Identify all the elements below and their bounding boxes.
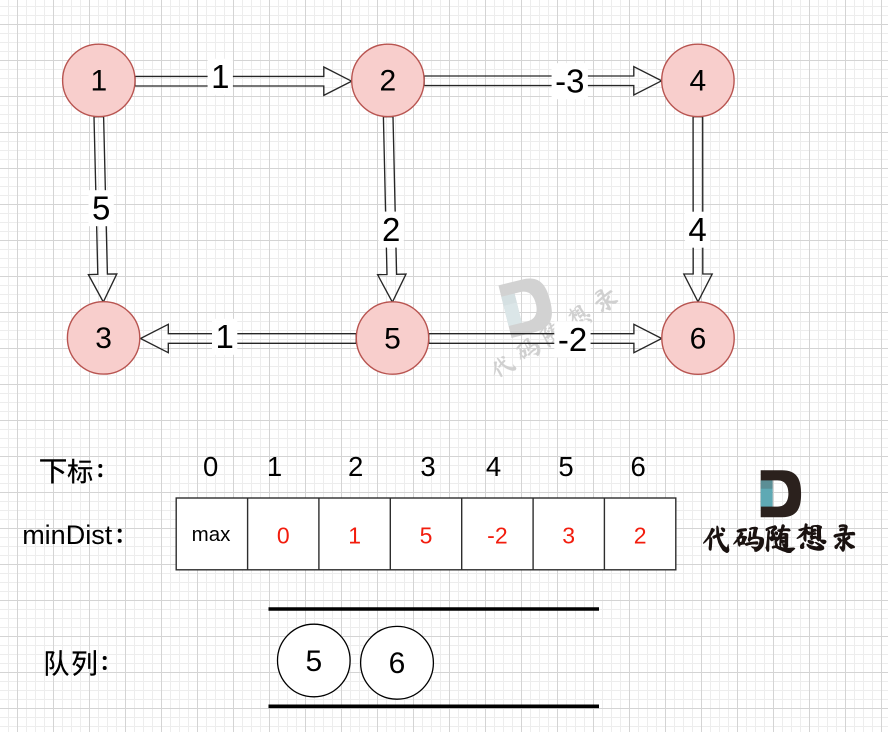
svg-text:2: 2 xyxy=(382,211,400,248)
svg-text:3: 3 xyxy=(420,451,435,482)
svg-text:-3: -3 xyxy=(555,63,584,100)
svg-text:0: 0 xyxy=(203,451,218,482)
svg-text:0: 0 xyxy=(277,523,290,549)
svg-text:4: 4 xyxy=(690,65,707,98)
svg-text:1: 1 xyxy=(216,318,234,355)
svg-text:5: 5 xyxy=(305,645,322,678)
svg-text:1: 1 xyxy=(348,523,361,549)
svg-text:-2: -2 xyxy=(558,321,587,358)
svg-text:5: 5 xyxy=(92,190,110,227)
svg-text:4: 4 xyxy=(486,451,501,482)
svg-text:max: max xyxy=(192,523,231,546)
svg-text:1: 1 xyxy=(211,58,229,95)
svg-text:6: 6 xyxy=(389,647,406,680)
svg-text:1: 1 xyxy=(90,65,107,98)
svg-text:6: 6 xyxy=(690,322,707,355)
svg-text:6: 6 xyxy=(631,451,646,482)
svg-text:2: 2 xyxy=(348,451,363,482)
svg-text:1: 1 xyxy=(267,451,282,482)
svg-text:3: 3 xyxy=(562,523,575,549)
svg-text:5: 5 xyxy=(384,322,401,355)
svg-text:4: 4 xyxy=(688,211,706,248)
svg-text:minDist: minDist xyxy=(22,520,113,550)
svg-text:2: 2 xyxy=(380,65,397,98)
svg-text:-2: -2 xyxy=(487,523,507,549)
svg-text:2: 2 xyxy=(634,523,647,549)
svg-text:5: 5 xyxy=(558,451,573,482)
svg-text:3: 3 xyxy=(95,322,112,355)
svg-text:5: 5 xyxy=(420,523,433,549)
